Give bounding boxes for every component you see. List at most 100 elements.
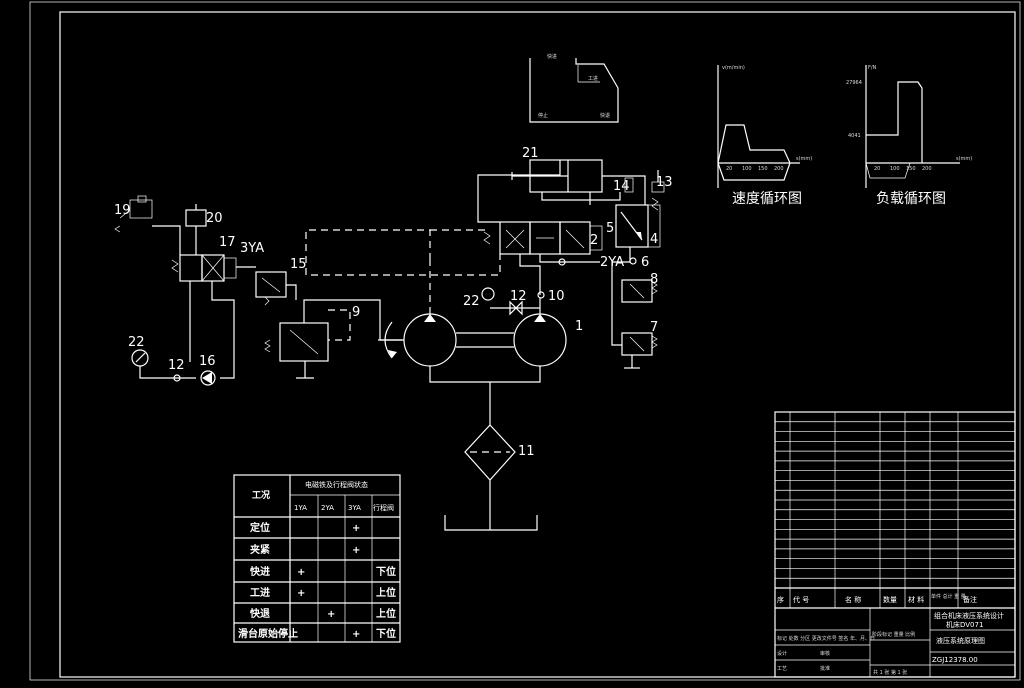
label-5: 5 [606,221,614,236]
svg-text:滑台原始停止: 滑台原始停止 [238,627,298,640]
speed-tick-4: 200 [774,166,784,172]
parts-list-rows [775,421,1015,579]
speed-axis-s: s(mm) [796,156,812,162]
label-1: 1 [575,319,583,334]
pressure-valve-8: 8 [621,272,658,303]
label-4: 4 [650,232,658,247]
label-13: 13 [656,175,673,190]
load-axis-s: s(mm) [956,156,972,162]
table-row-fast-return: 快退 + 上位 [249,607,396,620]
table-header-group: 电磁铁及行程阀状态 [305,480,368,489]
tb-process: 工艺 [777,666,787,672]
label-14: 14 [613,179,630,194]
speed-cycle-diagram: v(m/min) s(mm) 20 100 150 200 速度循环图 [717,65,812,207]
svg-text:+: + [352,545,360,556]
label-12-top: 12 [510,289,527,304]
title-block: 序 代 号 名 称 数量 材 料 单件 总计 重 量 备注 组合机床液压系统设计… [774,411,1016,678]
label-21: 21 [522,146,539,161]
tb-project: 组合机床液压系统设计 [934,611,1004,620]
tb-col-weight: 单件 总计 重 量 [931,593,966,600]
label-20: 20 [206,211,223,226]
load-axis-f: F/N [868,65,877,71]
svg-text:定位: 定位 [250,521,270,534]
svg-text:+: + [297,588,305,599]
label-15: 15 [290,257,307,272]
speed-axis-v: v(m/min) [722,65,745,71]
load-cycle-diagram: F/N s(mm) 27964 4041 20 100 150 200 负载循环… [846,65,972,207]
svg-text:快进: 快进 [249,565,270,578]
table-col-1ya: 1YA [294,504,307,512]
table-header-condition: 工况 [252,490,270,501]
tb-col-mat: 材 料 [908,595,924,604]
speed-tick-3: 150 [758,166,768,172]
tb-sheet-info: 共 1 张 第 1 张 [873,669,907,676]
tb-review: 审核 [820,650,830,657]
tb-project-line2: 机床DV071 [946,620,983,629]
svg-text:+: + [327,609,335,620]
table-row-positioning: 定位 + [250,521,360,534]
pressure-valve-7: 7 [621,320,658,369]
label-17: 17 [219,235,236,250]
clamp-cylinder-20: 20 [185,204,223,227]
svg-text:下位: 下位 [376,565,396,578]
table-col-2ya: 2YA [321,504,334,512]
table-col-valve: 行程阀 [373,503,394,512]
tb-drawing-code: ZGJ12378.00 [932,656,978,664]
table-row-work-feed: 工进 + 上位 [250,586,396,599]
pressure-gauge-22-top [481,287,495,301]
svg-text:+: + [297,567,305,578]
tb-col-qty: 数量 [883,595,897,604]
label-12-bottom: 12 [168,358,185,373]
table-col-3ya: 3YA [348,504,361,512]
speed-tick-2: 100 [742,166,752,172]
throttle-12-bottom [173,374,181,382]
table-row-fast-advance: 快进 + 下位 [249,565,396,578]
oil-tank [444,515,538,531]
svg-text:+: + [352,629,360,640]
cycle-fast-adv-label: 快进 [547,53,557,60]
tb-drawing-name: 液压系统原理图 [936,636,985,645]
hydraulic-circuit: 21 5 4 14 13 [114,146,673,531]
label-8: 8 [650,272,658,287]
sequence-valve-3ya: 3YA [240,241,287,306]
tb-col-note: 备注 [963,595,977,604]
double-pump-1: 1 [378,260,583,367]
label-19: 19 [114,203,131,218]
svg-text:上位: 上位 [376,586,396,599]
filter-11: 11 [464,424,535,481]
label-6: 6 [641,255,649,270]
cycle-fast-ret-label: 快退 [600,112,610,119]
tb-design: 设计 [777,650,787,657]
label-16: 16 [199,354,216,369]
check-valve-6 [629,257,637,265]
table-row-slide-stop: 滑台原始停止 + 下位 [238,627,396,640]
tb-col-seq: 序 [777,595,784,604]
inner-border [59,11,1016,678]
svg-text:工进: 工进 [250,586,270,599]
label-10: 10 [548,289,565,304]
load-x-tick-2: 100 [890,166,900,172]
tb-col-name: 名 称 [845,595,861,604]
tb-stage: 阶段标记 重量 比例 [872,631,915,638]
pressure-switch-13-14: 14 13 [613,170,673,211]
label-3ya: 3YA [240,241,264,256]
label-2: 2 [590,233,598,248]
svg-text:夹紧: 夹紧 [250,543,270,556]
table-row-clamping: 夹紧 + [250,543,360,556]
speed-cycle-title: 速度循环图 [732,191,802,207]
load-x-tick-3: 150 [906,166,916,172]
pressure-switch-19: 19 [114,195,153,233]
cycle-work-label: 工进 [588,75,598,82]
svg-text:+: + [352,523,360,534]
tb-col-code: 代 号 [793,595,809,604]
cylinder-21: 21 [511,146,603,193]
svg-text:下位: 下位 [376,627,396,640]
directional-valve-17: 17 [171,235,237,282]
label-22-bottom: 22 [128,335,145,350]
relief-valve-9: 9 [264,305,360,379]
throttle-valve-12 [509,300,523,316]
outer-border [29,1,1021,681]
label-22-top: 22 [463,294,480,309]
svg-text:上位: 上位 [376,607,396,620]
